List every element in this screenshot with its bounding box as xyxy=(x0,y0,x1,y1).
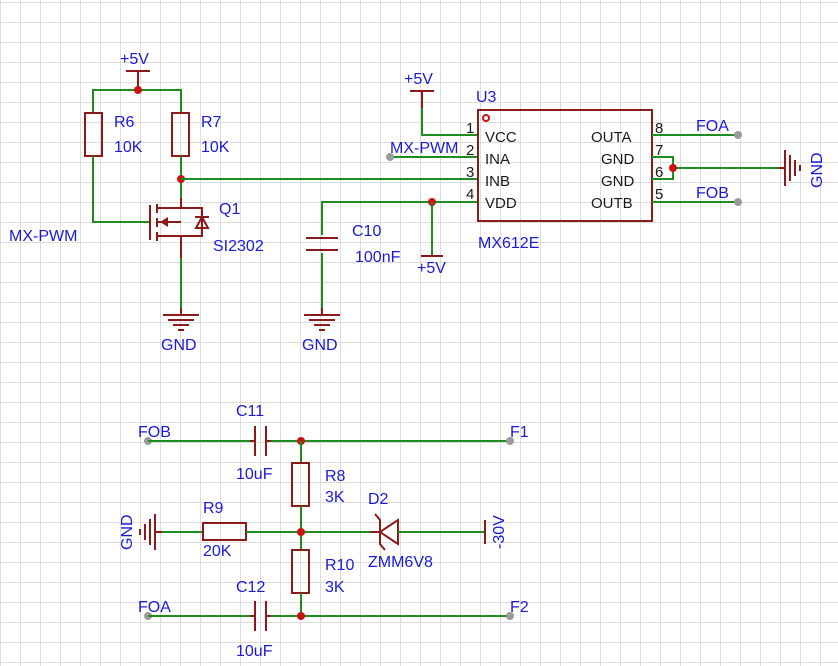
r9-value: 20K xyxy=(203,543,232,560)
r9-ref: R9 xyxy=(203,500,224,517)
pin-number: 7 xyxy=(655,142,663,159)
ground-label: GND xyxy=(809,152,826,188)
r7-value: 10K xyxy=(201,139,230,156)
pin-name: INB xyxy=(485,173,510,190)
net-label-f2: F2 xyxy=(510,599,529,616)
c10-ref: C10 xyxy=(352,223,381,240)
resistor-r10[interactable]: R10 3K xyxy=(291,549,354,596)
ground-label: GND xyxy=(302,337,338,354)
r6-value: 10K xyxy=(114,139,143,156)
d2-ref: D2 xyxy=(368,491,389,508)
u3-ref: U3 xyxy=(476,89,497,106)
power-5v-u3[interactable]: +5V xyxy=(404,71,434,108)
net-label-f1: F1 xyxy=(510,424,529,441)
resistor-r9[interactable]: R9 20K xyxy=(202,500,247,560)
net-port-dot[interactable] xyxy=(506,437,514,445)
pin-number: 1 xyxy=(466,120,474,137)
mosfet-q1[interactable]: Q1 SI2302 xyxy=(149,198,264,258)
power-neg30v[interactable]: -30V xyxy=(484,515,508,549)
net-port-dot[interactable] xyxy=(386,153,394,161)
pin-name: OUTA xyxy=(591,129,632,146)
resistor-r8[interactable]: R8 3K xyxy=(291,462,346,507)
ground-symbol-c10[interactable]: GND xyxy=(302,308,340,354)
ground-symbol-r9[interactable]: GND xyxy=(119,514,162,550)
power-5v-c10[interactable]: +5V xyxy=(417,255,446,277)
power-label: +5V xyxy=(417,260,446,277)
pin-number: 3 xyxy=(466,164,474,181)
wire-vcc[interactable] xyxy=(421,108,478,136)
r10-value: 3K xyxy=(325,579,345,596)
q1-value: SI2302 xyxy=(213,238,264,255)
power-label: -30V xyxy=(491,515,508,549)
wire-vdd[interactable] xyxy=(321,201,459,235)
power-label: +5V xyxy=(120,51,149,68)
r8-ref: R8 xyxy=(325,468,346,485)
wire-gate[interactable] xyxy=(92,156,150,223)
net-port-dot[interactable] xyxy=(734,131,742,139)
pin-number: 5 xyxy=(655,186,663,203)
net-label-fob-bottom: FOB xyxy=(138,424,171,441)
capacitor-c12[interactable]: C12 10uF xyxy=(236,579,273,660)
u3-value: MX612E xyxy=(478,235,539,252)
r6-ref: R6 xyxy=(114,114,135,131)
junction-dot xyxy=(134,86,142,94)
r8-value: 3K xyxy=(325,489,345,506)
net-port-dot[interactable] xyxy=(506,612,514,620)
c12-ref: C12 xyxy=(236,579,265,596)
junction-dot xyxy=(669,164,677,172)
pin-number: 4 xyxy=(466,186,474,203)
ground-symbol-q1[interactable]: GND xyxy=(161,308,199,354)
pin-name: VCC xyxy=(485,129,517,146)
pin-name: OUTB xyxy=(591,195,633,212)
ground-label: GND xyxy=(161,337,197,354)
r7-ref: R7 xyxy=(201,114,222,131)
power-label: +5V xyxy=(404,71,433,88)
pin-name: GND xyxy=(601,151,635,168)
ic-u3[interactable]: U3 MX612E 1 2 3 4 VCC INA INB VDD OUTA G… xyxy=(466,89,663,252)
c10-value: 100nF xyxy=(355,249,401,266)
ground-label: GND xyxy=(119,514,136,550)
capacitor-c11[interactable]: C11 10uF xyxy=(236,403,273,483)
net-label-fob: FOB xyxy=(696,185,729,202)
c12-value: 10uF xyxy=(236,643,273,660)
net-port-dot[interactable] xyxy=(734,198,742,206)
pin-number: 6 xyxy=(655,164,663,181)
q1-ref: Q1 xyxy=(219,201,240,218)
zener-diode-d2[interactable]: D2 ZMM6V8 xyxy=(368,491,433,571)
net-label-mx-pwm-u3: MX-PWM xyxy=(390,140,458,157)
pin-name: INA xyxy=(485,151,510,168)
net-label-foa: FOA xyxy=(696,118,729,135)
d2-value: ZMM6V8 xyxy=(368,554,433,571)
net-label-mx-pwm: MX-PWM xyxy=(9,228,77,245)
net-label-foa-bottom: FOA xyxy=(138,599,171,616)
junction-dot xyxy=(297,528,305,536)
power-5v-top[interactable]: +5V xyxy=(120,51,150,90)
capacitor-c10[interactable]: C10 100nF xyxy=(306,223,401,266)
c11-ref: C11 xyxy=(236,403,264,420)
r10-ref: R10 xyxy=(325,557,354,574)
ground-symbol-u3[interactable]: GND xyxy=(778,150,826,188)
resistor-r6[interactable]: R6 10K xyxy=(84,112,143,157)
pin-number: 8 xyxy=(655,120,663,137)
pin-name: VDD xyxy=(485,195,517,212)
pin-name: GND xyxy=(601,173,635,190)
c11-value: 10uF xyxy=(236,466,273,483)
pin-number: 2 xyxy=(466,142,474,159)
resistor-r7[interactable]: R7 10K xyxy=(171,112,230,157)
junction-dot xyxy=(297,612,305,620)
